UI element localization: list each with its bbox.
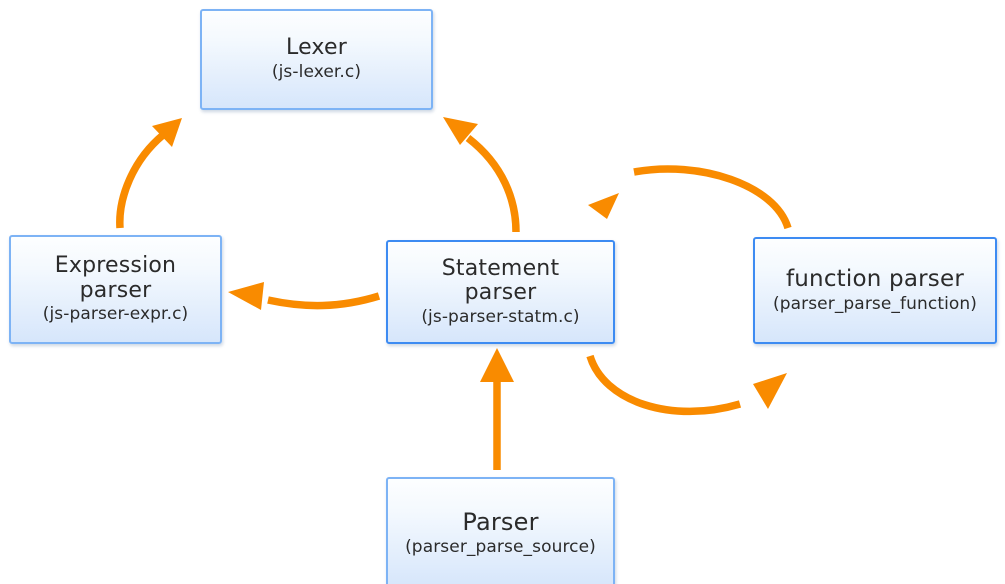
edge-parser-to-statement (480, 348, 514, 470)
node-lexer[interactable]: Lexer (js-lexer.c) (200, 9, 433, 110)
edge-statement-to-function (586, 354, 787, 416)
edge-expression-to-lexer (116, 118, 182, 229)
node-statement-parser-title: Statement parser (441, 255, 560, 306)
node-statement-parser[interactable]: Statement parser (js-parser-statm.c) (386, 240, 615, 344)
node-statement-parser-subtitle: (js-parser-statm.c) (421, 306, 580, 327)
edge-statement-to-lexer (443, 117, 520, 233)
node-expression-parser[interactable]: Expression parser (js-parser-expr.c) (9, 235, 222, 344)
node-function-parser[interactable]: function parser (parser_parse_function) (753, 237, 997, 344)
node-lexer-title: Lexer (286, 35, 347, 61)
node-function-parser-title: function parser (785, 265, 964, 292)
node-parser-subtitle: (parser_parse_source) (405, 536, 596, 557)
edge-statement-to-expression (228, 282, 381, 310)
node-lexer-subtitle: (js-lexer.c) (271, 62, 362, 83)
node-function-parser-subtitle: (parser_parse_function) (772, 293, 978, 314)
node-expression-parser-title: Expression parser (54, 253, 177, 303)
node-expression-parser-subtitle: (js-parser-expr.c) (42, 304, 189, 325)
edge-function-to-statement (588, 165, 792, 230)
node-parser-title: Parser (462, 507, 539, 536)
node-parser[interactable]: Parser (parser_parse_source) (386, 477, 615, 584)
